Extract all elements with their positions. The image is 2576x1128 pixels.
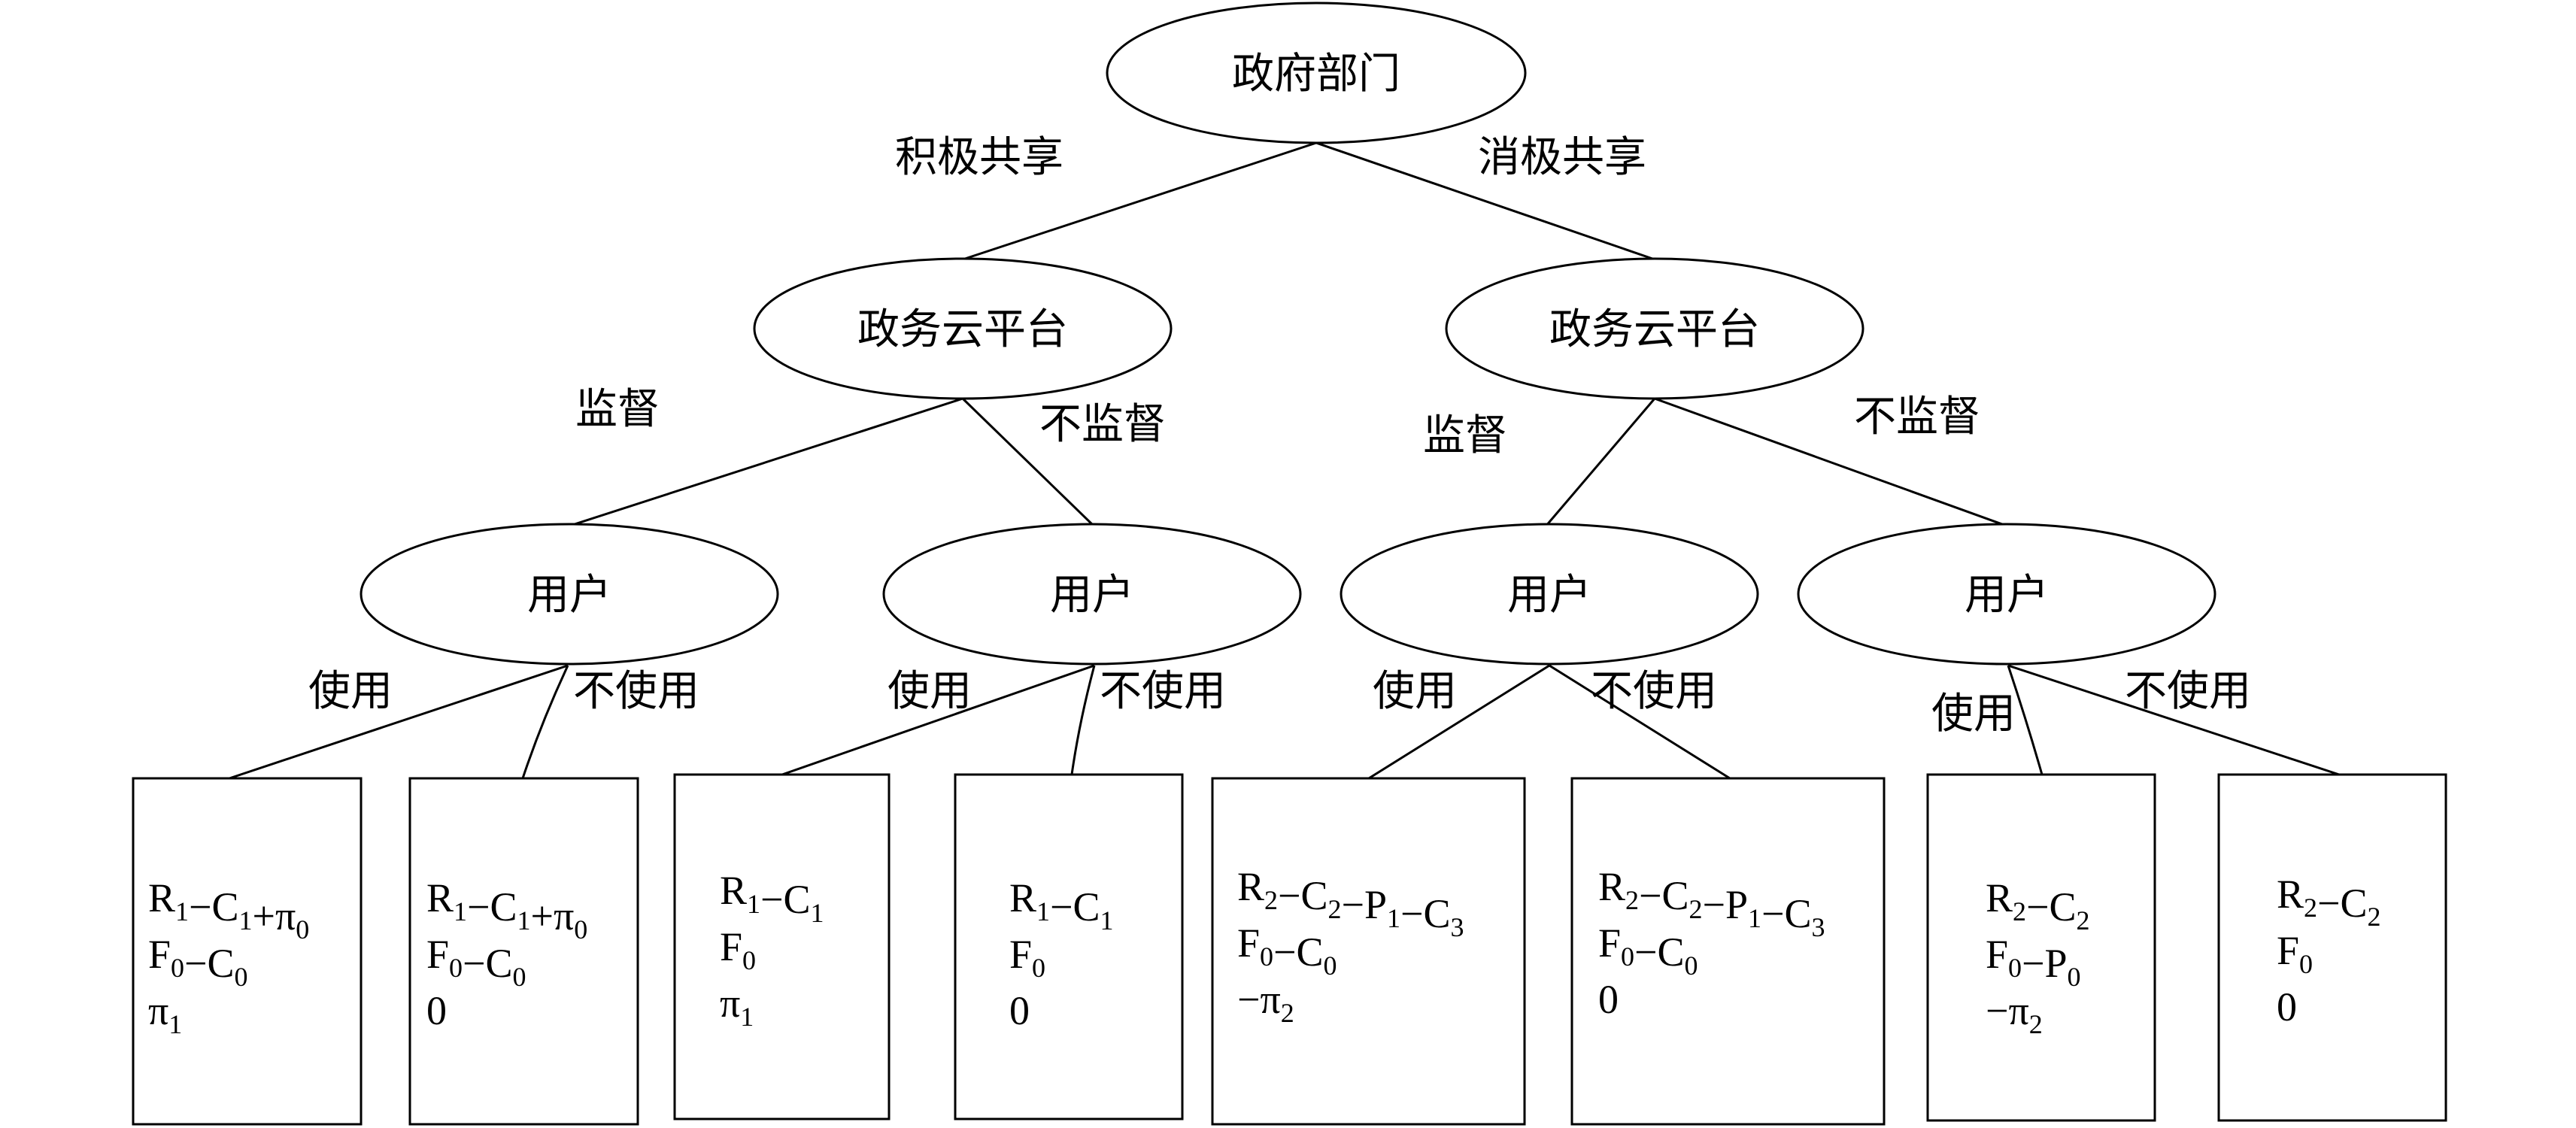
payoff-line-3-1: R1−C1 <box>720 868 824 928</box>
payoff-line-5-2: F0−C0 <box>1237 920 1337 981</box>
payoff-line-6-3: 0 <box>1598 977 1619 1022</box>
payoff-line-1-3: π1 <box>148 988 182 1039</box>
edge-user4-leaf7 <box>2007 665 2044 775</box>
user-node-3-label: 用户 <box>1507 571 1591 620</box>
label-not-use-1: 不使用 <box>573 667 699 716</box>
label-not-supervise-left: 不监督 <box>1039 400 1166 449</box>
payoff-line-8-3: 0 <box>2277 984 2297 1029</box>
leaf-box-8 <box>2217 773 2447 1122</box>
label-use-2: 使用 <box>887 667 972 716</box>
label-not-use-3: 不使用 <box>1591 667 1717 716</box>
cloud-platform-label-right: 政务云平台 <box>1549 305 1760 354</box>
label-not-use-4: 不使用 <box>2125 667 2251 716</box>
label-active-share: 积极共享 <box>895 133 1063 182</box>
root-node-label: 政府部门 <box>1232 50 1400 99</box>
user-node-2: 用户 <box>882 523 1302 666</box>
edge-cloudL-user2 <box>961 397 1096 528</box>
label-supervise-left: 监督 <box>575 385 660 434</box>
leaf-box-5 <box>1211 777 1526 1126</box>
leaf-box-2 <box>408 777 639 1126</box>
payoff-line-7-2: F0−P0 <box>1986 932 2081 992</box>
payoff-line-2-2: F0−C0 <box>426 932 526 992</box>
edge-root-right <box>1315 141 1655 261</box>
cloud-platform-node-right: 政务云平台 <box>1445 257 1864 400</box>
payoff-line-7-3: −π2 <box>1986 988 2043 1039</box>
user-node-4-label: 用户 <box>1965 571 2049 620</box>
edge-user4-leaf8 <box>2007 664 2340 776</box>
payoff-line-5-3: −π2 <box>1237 977 1294 1028</box>
cloud-platform-node-left: 政务云平台 <box>753 257 1173 400</box>
edge-root-left <box>962 141 1317 261</box>
payoff-line-6-2: F0−C0 <box>1598 920 1698 981</box>
payoff-line-1-1: R1−C1+π0 <box>148 875 309 945</box>
leaf-box-3 <box>673 773 891 1120</box>
payoff-line-2-3: 0 <box>426 988 447 1033</box>
payoff-line-1-2: F0−C0 <box>148 932 248 992</box>
payoff-line-2-1: R1−C1+π0 <box>426 875 587 945</box>
user-node-4: 用户 <box>1797 523 2216 666</box>
payoff-line-4-1: R1−C1 <box>1009 875 1114 935</box>
edge-labels: 积极共享 消极共享 监督 不监督 监督 不监督 使用 不使用 使用 不使用 使用… <box>308 133 2251 738</box>
label-not-use-2: 不使用 <box>1100 667 1226 716</box>
label-not-supervise-right: 不监督 <box>1854 393 1980 441</box>
leaf-boxes <box>132 773 2447 1126</box>
payoff-line-3-2: F0 <box>720 924 756 975</box>
label-passive-share: 消极共享 <box>1478 133 1646 182</box>
edge-user1-leaf1 <box>229 664 569 780</box>
edge-cloudR-user4 <box>1654 397 2009 528</box>
tree-edges <box>229 141 2340 780</box>
payoff-line-6-1: R2−C2−P1−C3 <box>1598 864 1825 942</box>
edge-cloudR-user3 <box>1544 398 1656 527</box>
payoff-texts: R1−C1+π0F0−C0π1R1−C1+π0F0−C00R1−C1F0π1R1… <box>148 864 2381 1039</box>
label-use-3: 使用 <box>1373 667 1457 716</box>
leaf-box-7 <box>1926 773 2156 1122</box>
leaf-box-4 <box>954 773 1184 1120</box>
payoff-line-4-2: F0 <box>1009 932 1045 983</box>
root-node: 政府部门 <box>1106 2 1527 144</box>
user-node-1-label: 用户 <box>527 571 611 620</box>
edge-cloudL-user1 <box>567 397 963 528</box>
label-use-4: 使用 <box>1931 690 2016 738</box>
label-supervise-right: 监督 <box>1423 411 1507 460</box>
edge-user3-leaf6 <box>1549 664 1731 780</box>
edge-user2-leaf3 <box>781 664 1095 776</box>
edge-user1-leaf2 <box>521 665 569 779</box>
payoff-line-5-1: R2−C2−P1−C3 <box>1237 864 1464 942</box>
label-use-1: 使用 <box>308 667 393 716</box>
edge-user3-leaf5 <box>1368 664 1550 780</box>
user-node-1: 用户 <box>360 523 779 666</box>
payoff-line-7-1: R2−C2 <box>1986 875 2090 935</box>
edge-user2-leaf4 <box>1070 665 1096 775</box>
payoff-line-4-3: 0 <box>1009 988 1030 1033</box>
leaf-box-6 <box>1570 777 1886 1126</box>
payoff-line-3-3: π1 <box>720 981 754 1032</box>
payoff-line-8-2: F0 <box>2277 928 2313 979</box>
user-node-2-label: 用户 <box>1050 571 1134 620</box>
leaf-box-1 <box>132 777 363 1126</box>
user-node-3: 用户 <box>1340 523 1759 666</box>
cloud-platform-label-left: 政务云平台 <box>857 305 1068 354</box>
payoff-line-8-1: R2−C2 <box>2277 872 2381 932</box>
